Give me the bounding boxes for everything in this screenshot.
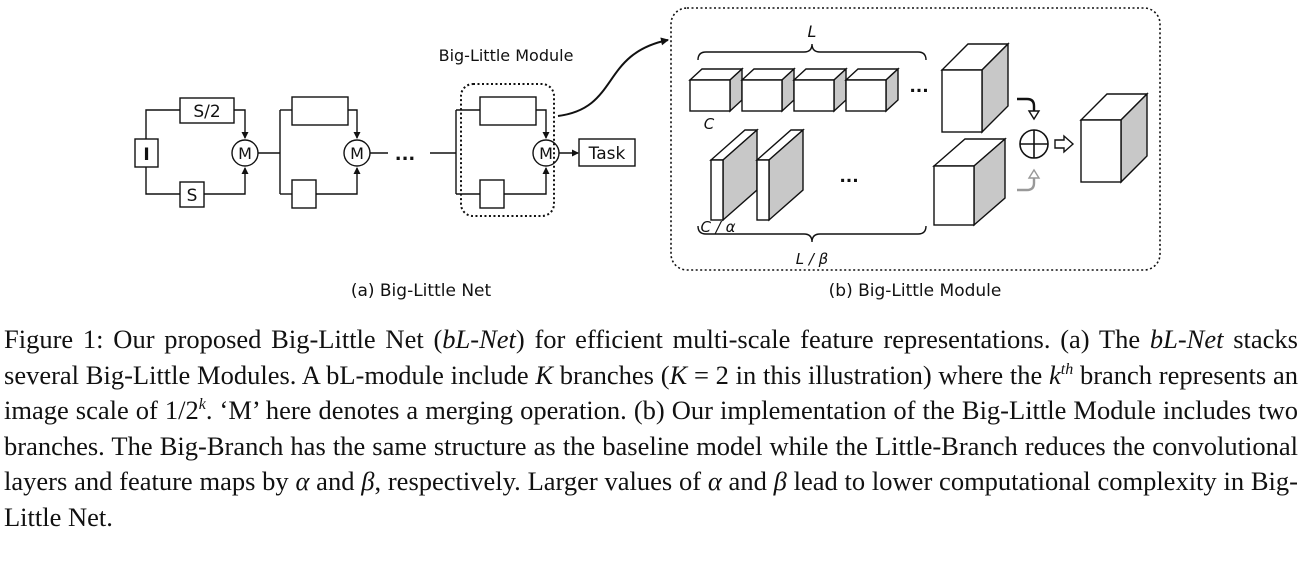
caption-var-k2: K (669, 359, 688, 390)
little-channels-label: C / α (701, 218, 736, 236)
caption-text-8: and (309, 466, 362, 496)
caption-text-10: and (721, 466, 774, 496)
big-layer-1 (688, 67, 744, 113)
caption-var-alpha2: α (707, 466, 722, 496)
caption-text-5: = 2 in this illustration) where the (687, 359, 1049, 390)
merge-label-1: M (238, 144, 252, 163)
bottom-branch-label: S (187, 186, 198, 206)
caption-var-beta2: β (773, 466, 787, 496)
big-little-net-diagram (134, 37, 669, 217)
little-length-label: L / β (796, 250, 829, 268)
little-to-sum-arrow (1017, 177, 1036, 192)
little-layer-1 (709, 128, 759, 222)
full-scale-branch-box (179, 181, 205, 208)
caption-text-11: lead to lower computational complexity i… (4, 466, 1298, 532)
module-3-little-box (479, 179, 505, 209)
module-title: Big-Little Module (439, 46, 574, 65)
big-branch-layers (688, 67, 900, 113)
little-branch-layers (709, 128, 805, 222)
subcaption-b: (b) Big-Little Module (829, 281, 1002, 301)
big-length-brace (697, 43, 927, 61)
module-3-big-box (479, 96, 537, 126)
module-output-cube (1079, 92, 1149, 184)
figure-label: Figure 1: (4, 324, 104, 354)
caption-text-4: branches ( (553, 359, 670, 390)
caption-var-beta: β (361, 466, 375, 496)
big-little-module-outline (460, 83, 555, 217)
caption-text-2: ) for efficient multi-scale feature repr… (515, 324, 1150, 354)
little-branch-ellipsis: ... (839, 167, 858, 187)
subcaption-a: (a) Big-Little Net (351, 281, 492, 301)
half-scale-branch-box (179, 97, 235, 124)
caption-var-k3: k (1049, 359, 1061, 390)
task-label: Task (588, 144, 626, 164)
caption-var-k: K (535, 359, 554, 390)
big-layer-2 (740, 67, 796, 113)
big-little-module-diagram (670, 7, 1161, 271)
sum-icon (1019, 129, 1049, 159)
big-output-cube (940, 42, 1010, 134)
module-detail-outline (670, 7, 1161, 271)
caption-text-7: . ‘M’ here denotes a merging operation. … (4, 395, 1299, 496)
caption-sup-th: th (1060, 360, 1074, 378)
caption-text-9: , respectively. Larger values of (374, 466, 708, 496)
little-layer-2 (755, 128, 805, 222)
output-arrow-icon (1054, 134, 1075, 154)
net-ellipsis: ... (395, 144, 416, 165)
big-channels-label: C (704, 115, 715, 133)
caption-text-1: Our proposed Big-Little Net ( (103, 324, 443, 354)
caption-text-3: stacks several Big-Little Modules. A bL-… (4, 324, 1298, 390)
module-2-big-box (291, 96, 349, 126)
big-branch-ellipsis: ... (909, 77, 928, 97)
caption-sup-k: k (198, 396, 206, 414)
module-2-little-box (291, 179, 317, 209)
little-output-cube (932, 137, 1007, 227)
caption-abbr: bL-Net (442, 324, 516, 354)
zoom-arrow (557, 37, 669, 117)
task-box (578, 138, 636, 167)
input-label: I (143, 145, 149, 165)
figure-diagram: I S/2 S M M M ... Big-Little Module Task… (134, 7, 1161, 301)
merge-label-3: M (539, 144, 553, 163)
figure-caption: Figure 1: Our proposed Big-Little Net (b… (4, 322, 1298, 535)
caption-var-alpha: α (295, 466, 310, 496)
top-branch-label: S/2 (193, 102, 220, 122)
big-length-label: L (808, 22, 817, 41)
caption-abbr-2: bL-Net (1149, 324, 1224, 354)
big-layer-3 (792, 67, 848, 113)
big-to-sum-arrow (1017, 97, 1036, 112)
little-length-brace (697, 225, 927, 243)
merge-label-2: M (350, 144, 364, 163)
big-layer-4 (844, 67, 900, 113)
caption-text-6: branch represents an image scale of 1/2 (4, 359, 1298, 426)
